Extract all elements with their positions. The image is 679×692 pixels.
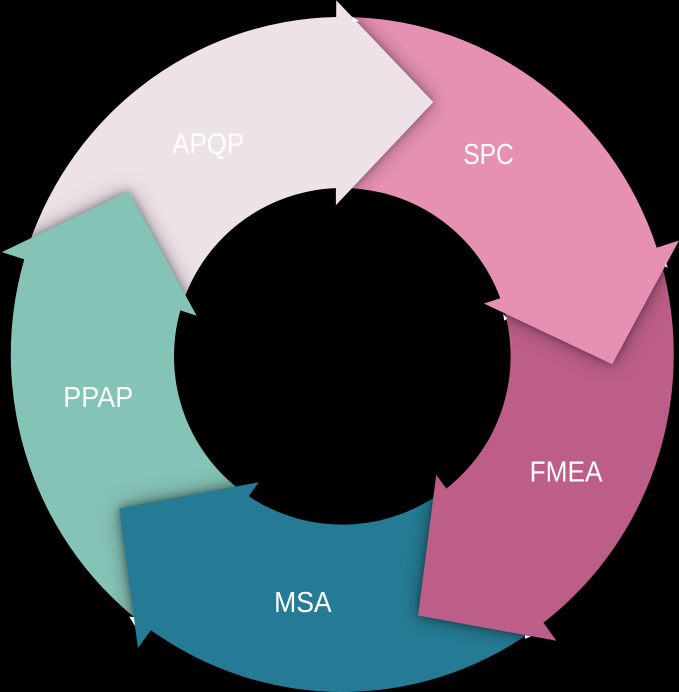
svg-text:SPC: SPC [463, 139, 513, 171]
svg-text:APQP: APQP [172, 128, 244, 160]
svg-text:FMEA: FMEA [530, 456, 603, 488]
svg-text:MSA: MSA [274, 587, 332, 619]
svg-text:PPAP: PPAP [63, 382, 133, 414]
